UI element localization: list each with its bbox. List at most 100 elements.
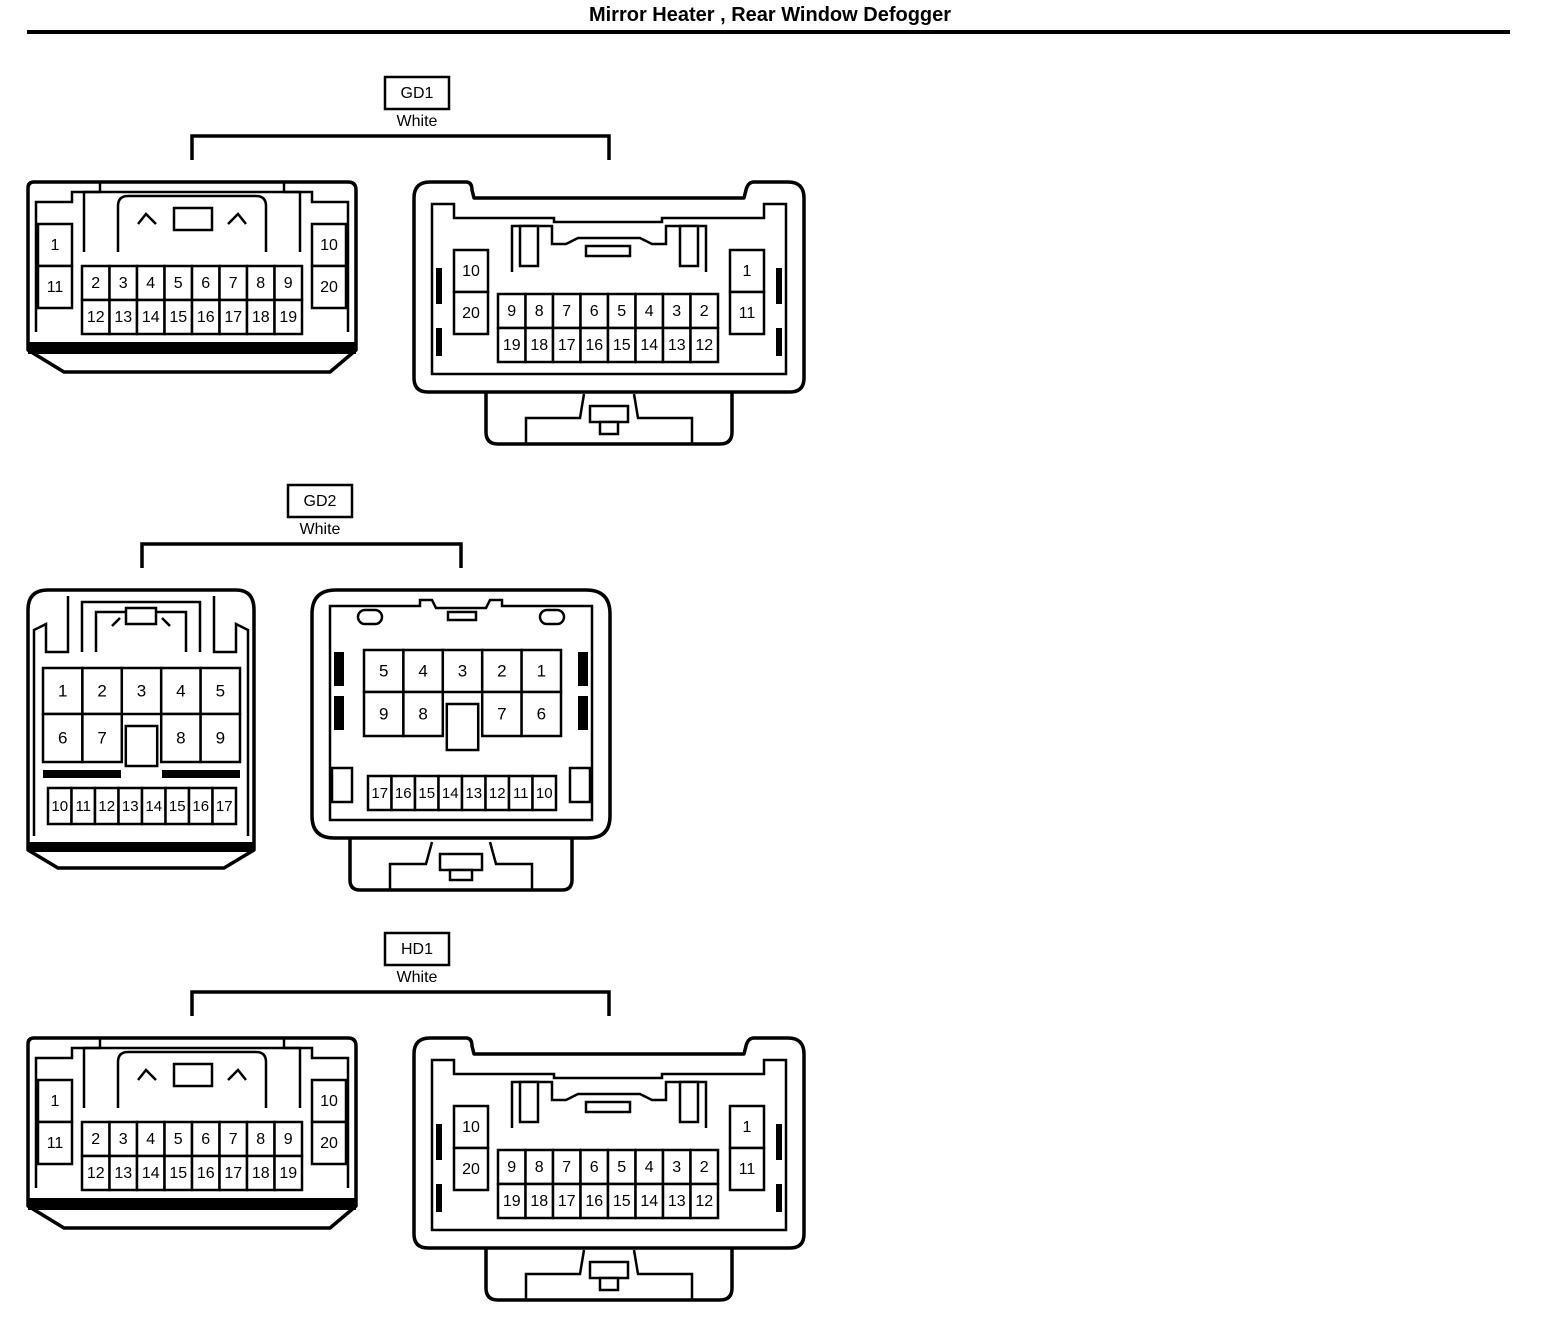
pin-number: 12 bbox=[87, 309, 105, 326]
side-slot bbox=[436, 328, 442, 356]
pin-terminal: 4 bbox=[135, 1120, 166, 1158]
lock-tab bbox=[588, 1260, 630, 1280]
pin-number: 6 bbox=[590, 1159, 599, 1176]
pin-number: 15 bbox=[169, 309, 187, 326]
pin-box bbox=[273, 1154, 304, 1192]
pin-number: 14 bbox=[142, 1165, 160, 1182]
pin-terminal: 1 bbox=[41, 666, 84, 716]
pin-number: 5 bbox=[174, 275, 183, 292]
lock-tab bbox=[598, 420, 620, 436]
pin-box bbox=[273, 298, 304, 336]
lock-ramp bbox=[137, 1068, 157, 1081]
pin-number: 10 bbox=[51, 798, 68, 815]
pin-number: 17 bbox=[371, 785, 388, 802]
pin-box bbox=[402, 690, 445, 738]
guide-slot bbox=[678, 1080, 700, 1124]
lock-tab bbox=[588, 404, 630, 424]
lock-tab bbox=[446, 610, 478, 622]
pin-number: 14 bbox=[442, 785, 459, 802]
pin-number: 12 bbox=[489, 785, 506, 802]
pin-number: 15 bbox=[613, 1193, 631, 1210]
lock-arm bbox=[488, 841, 534, 890]
inner-wall bbox=[430, 202, 788, 376]
connector-code: GD2 bbox=[304, 493, 337, 510]
pin-terminal: 5 bbox=[199, 666, 242, 716]
pin-number: 8 bbox=[418, 704, 427, 723]
pin-box bbox=[634, 1148, 665, 1186]
side-slot bbox=[334, 696, 344, 730]
housing-outline bbox=[34, 182, 102, 332]
pin-number: 8 bbox=[176, 728, 185, 747]
pin-number: 4 bbox=[645, 1159, 654, 1176]
pin-box bbox=[452, 1146, 490, 1192]
pin-box bbox=[524, 1182, 555, 1220]
pin-box bbox=[520, 648, 563, 694]
pin-terminal: 6 bbox=[190, 264, 221, 302]
pin-terminal: 1 bbox=[36, 222, 74, 268]
pin-terminal: 16 bbox=[190, 1154, 221, 1192]
pin-terminal: 10 bbox=[452, 1104, 490, 1150]
pin-terminal: 19 bbox=[496, 1182, 527, 1220]
pin-terminal: 5 bbox=[163, 264, 194, 302]
side-slot bbox=[776, 328, 782, 356]
pin-number: 8 bbox=[256, 1131, 265, 1148]
pin-terminal: 15 bbox=[606, 326, 637, 364]
pin-number: 10 bbox=[462, 1119, 480, 1136]
pin-terminal: 12 bbox=[689, 1182, 720, 1220]
pin-terminal: 3 bbox=[120, 666, 163, 716]
page-title: Mirror Heater , Rear Window Defogger bbox=[588, 4, 952, 26]
pin-number: 9 bbox=[507, 303, 516, 320]
housing-base-bar bbox=[28, 1198, 356, 1210]
pin-terminal: 11 bbox=[507, 774, 534, 812]
pin-terminal: 3 bbox=[108, 264, 139, 302]
pin-terminal: 13 bbox=[661, 1182, 692, 1220]
lock-tab bbox=[584, 1100, 632, 1114]
pin-number: 1 bbox=[51, 237, 60, 254]
pin-box bbox=[36, 264, 74, 310]
pin-terminal: 8 bbox=[245, 1120, 276, 1158]
pin-terminal: 20 bbox=[310, 1120, 348, 1166]
bracket-line bbox=[190, 990, 611, 1016]
pin-number: 12 bbox=[98, 798, 115, 815]
pin-number: 6 bbox=[201, 1131, 210, 1148]
pin-number: 7 bbox=[497, 704, 506, 723]
pin-number: 18 bbox=[530, 337, 548, 354]
rib-bar bbox=[43, 770, 121, 778]
pin-terminal: 7 bbox=[551, 1148, 582, 1186]
pin-terminal: 6 bbox=[41, 712, 84, 764]
pin-number: 18 bbox=[252, 309, 270, 326]
side-slot bbox=[776, 268, 782, 304]
pin-number: 15 bbox=[169, 1165, 187, 1182]
pin-number: 16 bbox=[192, 798, 209, 815]
connector-code-box bbox=[383, 75, 451, 111]
pin-number: 2 bbox=[97, 681, 106, 700]
pin-number: 1 bbox=[743, 263, 752, 280]
guide-slot bbox=[678, 224, 700, 268]
pin-terminal: 13 bbox=[117, 786, 144, 826]
pin-terminal: 9 bbox=[496, 292, 527, 330]
pin-number: 5 bbox=[174, 1131, 183, 1148]
lock-ramp bbox=[227, 212, 247, 225]
pin-number: 20 bbox=[320, 279, 338, 296]
lock-tab bbox=[124, 606, 158, 626]
pin-terminal: 8 bbox=[402, 690, 445, 738]
pin-box bbox=[36, 1078, 74, 1124]
housing-outline bbox=[412, 1036, 806, 1250]
pin-number: 14 bbox=[640, 1193, 658, 1210]
pin-terminal: 17 bbox=[218, 1154, 249, 1192]
pin-number: 9 bbox=[507, 1159, 516, 1176]
pin-number: 20 bbox=[462, 305, 480, 322]
pin-terminal: 9 bbox=[273, 1120, 304, 1158]
guide-slot bbox=[538, 608, 566, 626]
pin-number: 15 bbox=[169, 798, 186, 815]
pin-terminal: 1 bbox=[520, 648, 563, 694]
pin-number: 2 bbox=[91, 1131, 100, 1148]
pin-number: 5 bbox=[379, 661, 388, 680]
pin-box bbox=[135, 298, 166, 336]
connector-code: HD1 bbox=[401, 941, 433, 958]
pin-terminal: 19 bbox=[496, 326, 527, 364]
housing-outline bbox=[412, 180, 806, 394]
